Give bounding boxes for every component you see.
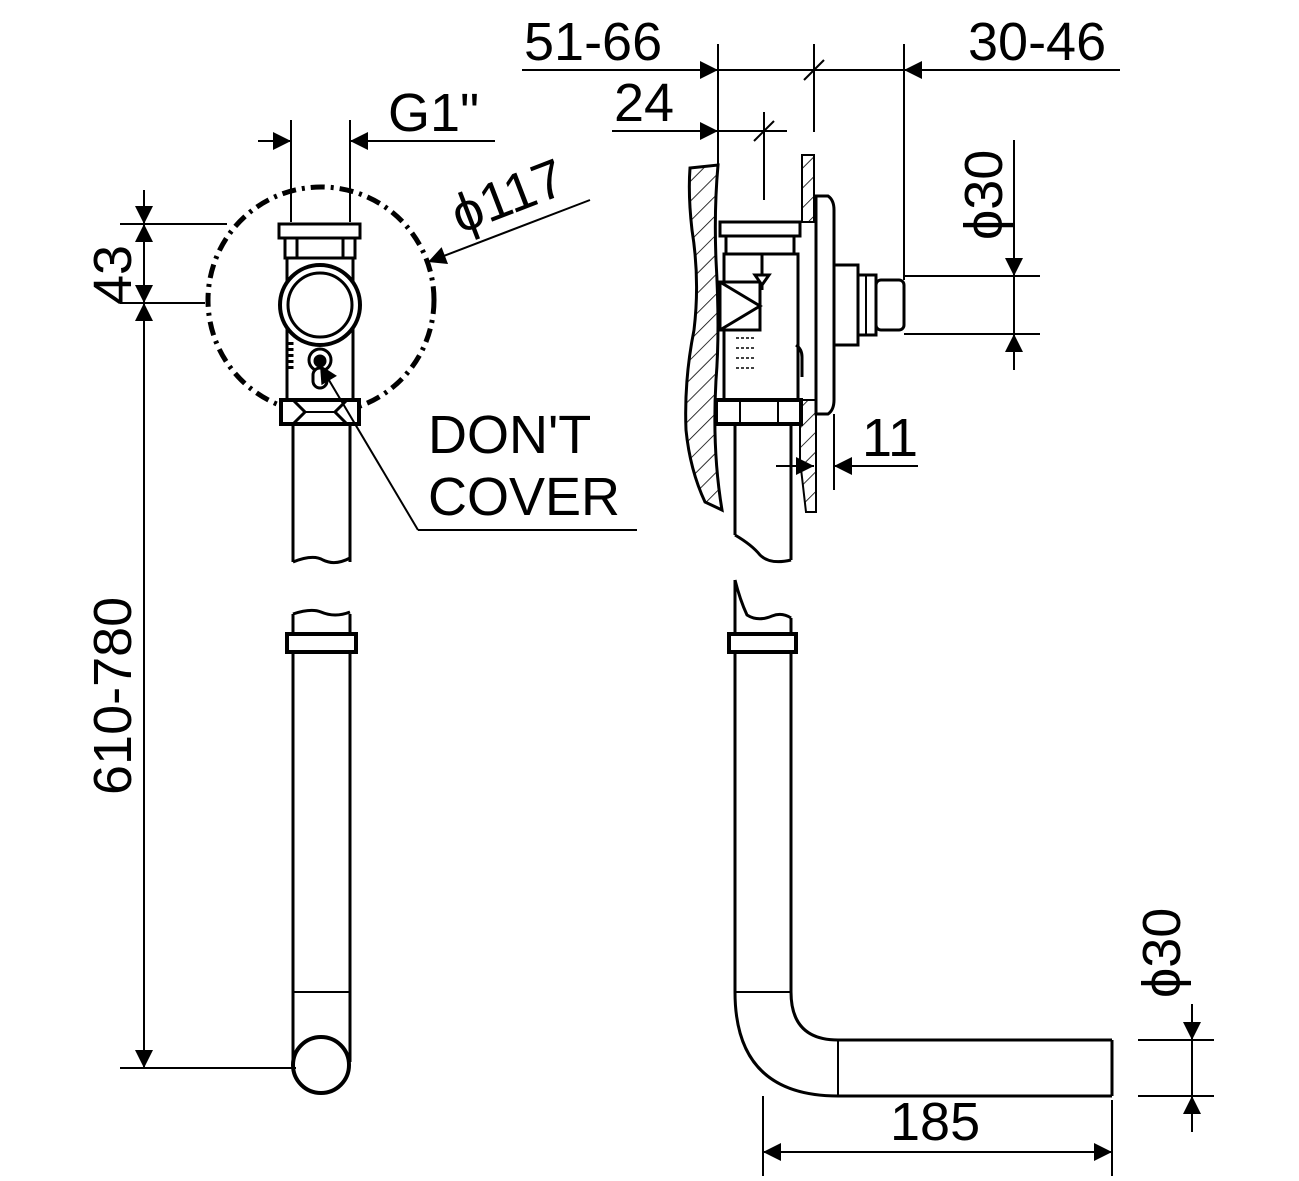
- valve-body-front: [277, 222, 362, 426]
- label-cover: COVER: [428, 467, 620, 527]
- dim-dia30-top: [904, 140, 1040, 370]
- pipe-side-upper: [733, 424, 793, 564]
- label-30-46: 30-46: [968, 12, 1106, 72]
- dim-185: [762, 1096, 1113, 1176]
- label-dia30-bottom: ϕ30: [1132, 908, 1192, 998]
- side-view: 51-66 30-46 24 ϕ30 11: [522, 12, 1214, 1176]
- dim-top: [522, 44, 1120, 280]
- wall-hatch-right: [799, 154, 817, 513]
- dim-43: [120, 190, 227, 304]
- dim-dia30-bottom: [1138, 1004, 1214, 1132]
- label-24: 24: [614, 73, 674, 133]
- dim-24: [612, 112, 787, 200]
- label-g1: G1": [388, 83, 479, 143]
- label-total-height: 610-780: [83, 597, 143, 795]
- pipe-front-lower: [285, 608, 358, 1095]
- dim-11: [776, 414, 918, 490]
- valve-body-side: [714, 194, 906, 426]
- pipe-side-lower: [727, 579, 1114, 1098]
- dim-g1: [258, 120, 495, 222]
- wall-hatch: [684, 163, 724, 513]
- dim-total-height: [120, 303, 296, 1069]
- label-43: 43: [83, 245, 143, 305]
- label-11: 11: [862, 408, 918, 468]
- pipe-front-upper: [291, 424, 352, 565]
- label-185: 185: [890, 1092, 980, 1152]
- dont-cover-leader: [319, 364, 637, 531]
- label-51-66: 51-66: [524, 12, 662, 72]
- front-view: G1" ϕ117 43 610-780 DON'T: [83, 83, 637, 1095]
- label-dia30-top: ϕ30: [954, 150, 1014, 240]
- label-dont: DON'T: [428, 405, 591, 465]
- dim-dia-circle: [427, 199, 591, 264]
